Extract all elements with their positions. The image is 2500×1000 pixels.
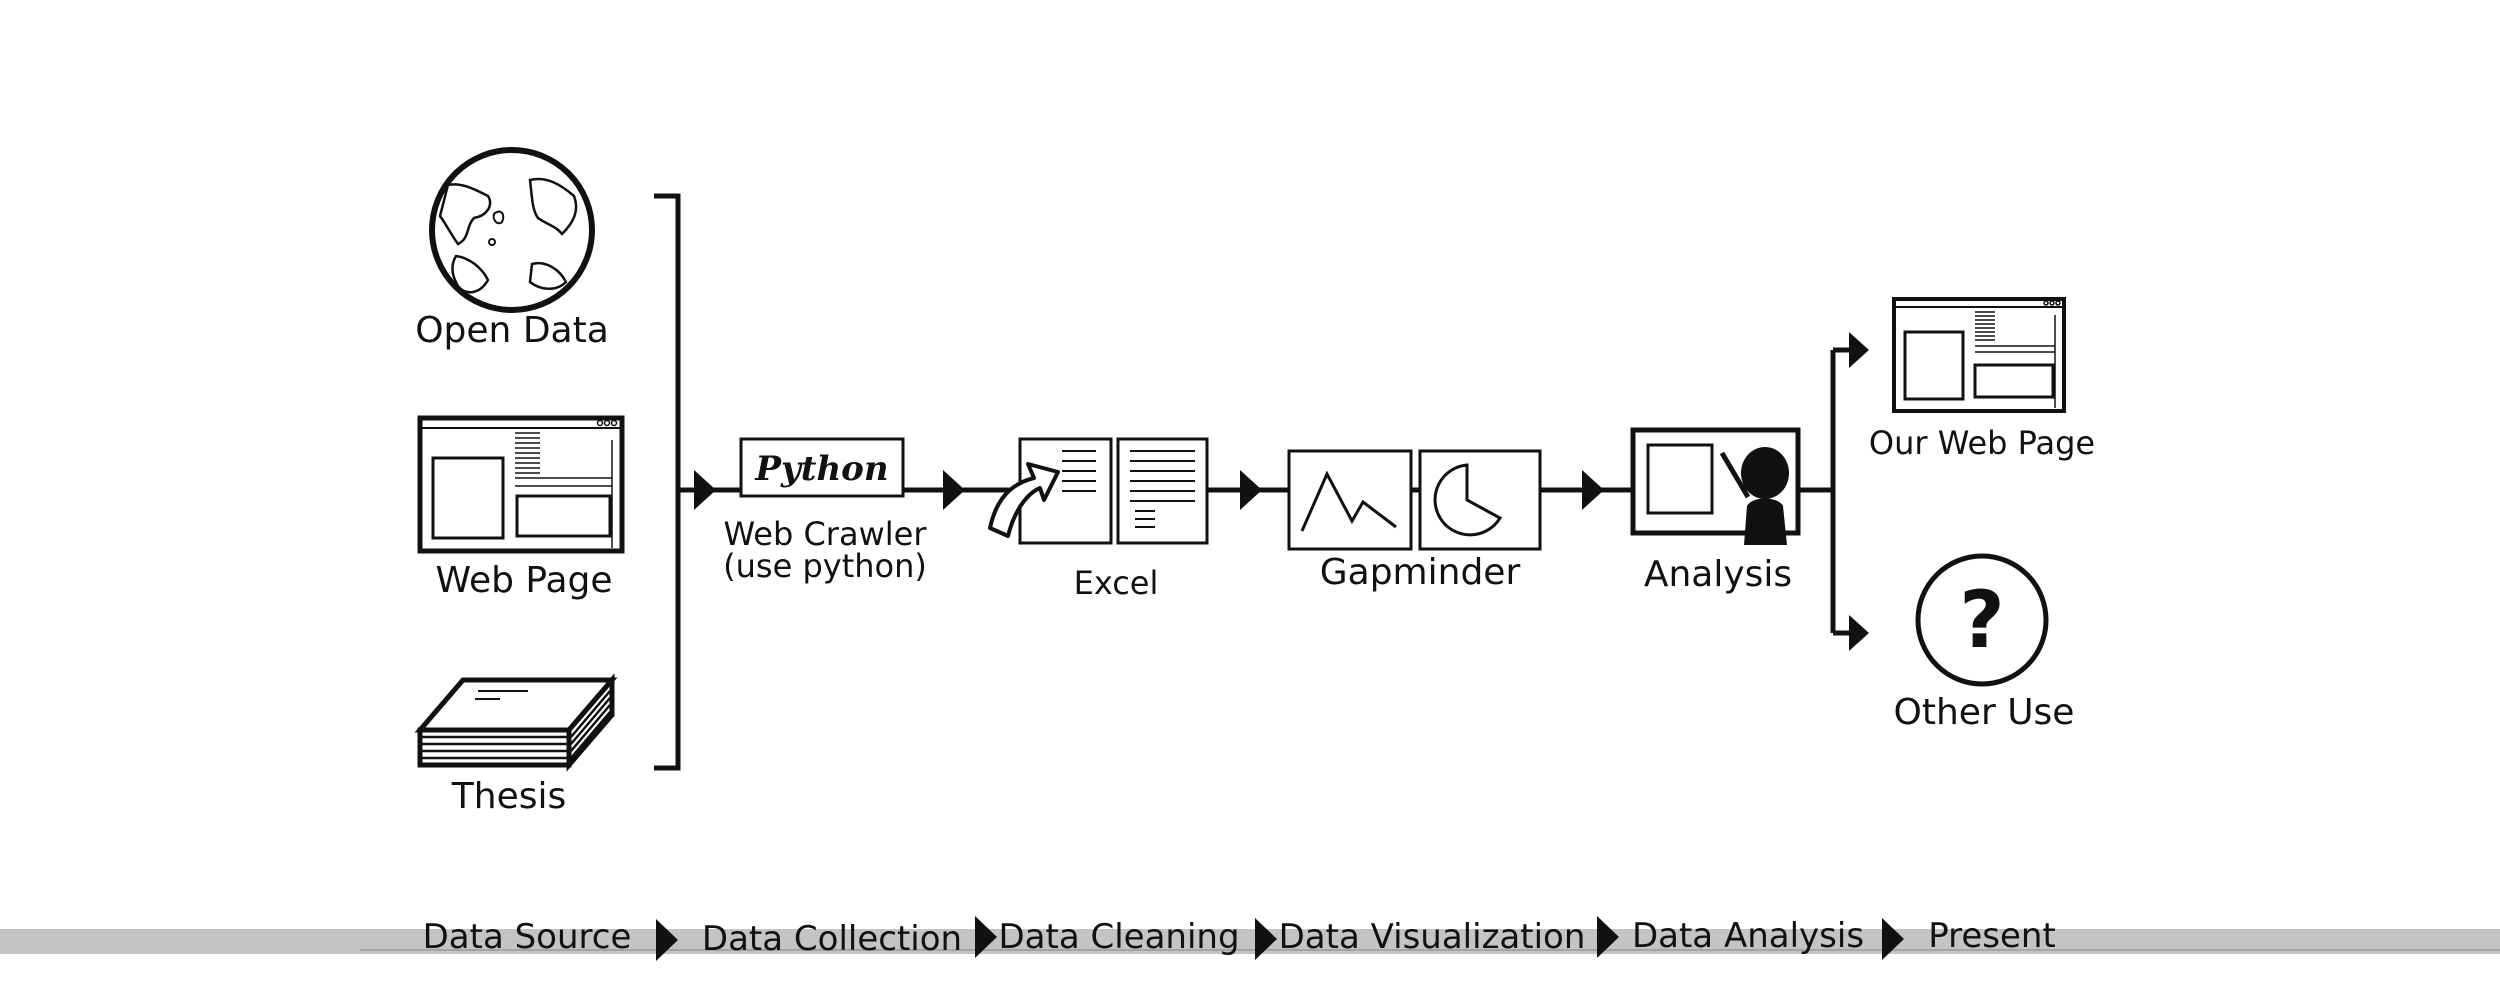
- question-mark: ?: [1959, 576, 2004, 666]
- stage-label: Data Cleaning: [998, 917, 1239, 957]
- stage-label: Present: [1928, 916, 2056, 956]
- stage-label: Data Source: [423, 917, 632, 957]
- arrow-head: [694, 470, 716, 510]
- stage-arrow: [656, 919, 678, 961]
- globe-icon: [429, 147, 595, 313]
- open-data-label: Open Data: [415, 310, 609, 351]
- chart-icon: [1287, 449, 1542, 551]
- web-crawler-label: Web Crawler: [724, 515, 928, 553]
- other-use-label: Other Use: [1894, 692, 2075, 733]
- excel-label: Excel: [1074, 564, 1159, 602]
- python-logo-box: [739, 437, 905, 498]
- web-crawler-sublabel: (use python): [723, 547, 927, 585]
- stage-label: Data Analysis: [1632, 916, 1864, 956]
- stage-label: Data Collection: [702, 919, 962, 959]
- python-logo-text: Python: [754, 449, 888, 489]
- arrow-head: [1582, 470, 1604, 510]
- stage-arrow: [1597, 916, 1619, 958]
- browser-window-icon: [1892, 297, 2066, 413]
- stage-arrow: [1882, 918, 1904, 960]
- document-stack-icon: [414, 673, 618, 772]
- arrow-head: [1240, 470, 1262, 510]
- arrow-head: [1849, 615, 1869, 651]
- thesis-label: Thesis: [451, 776, 566, 817]
- sources-bracket: [654, 193, 681, 771]
- export-document-icon: [988, 437, 1209, 545]
- analysis-label: Analysis: [1644, 554, 1792, 595]
- stage-label: Data Visualization: [1279, 917, 1586, 957]
- flow-arrowheads: [694, 332, 1869, 651]
- stage-arrow: [1255, 918, 1277, 960]
- gapminder-label: Gapminder: [1320, 552, 1521, 593]
- arrow-head: [943, 470, 965, 510]
- stage-arrow: [975, 916, 997, 958]
- question-icon: ?: [1915, 553, 2049, 687]
- browser-window-icon: [417, 415, 625, 554]
- presenter-icon: [1630, 427, 1801, 545]
- web-page-label: Web Page: [435, 560, 612, 601]
- our-web-page-label: Our Web Page: [1869, 424, 2095, 462]
- arrow-head: [1849, 332, 1869, 368]
